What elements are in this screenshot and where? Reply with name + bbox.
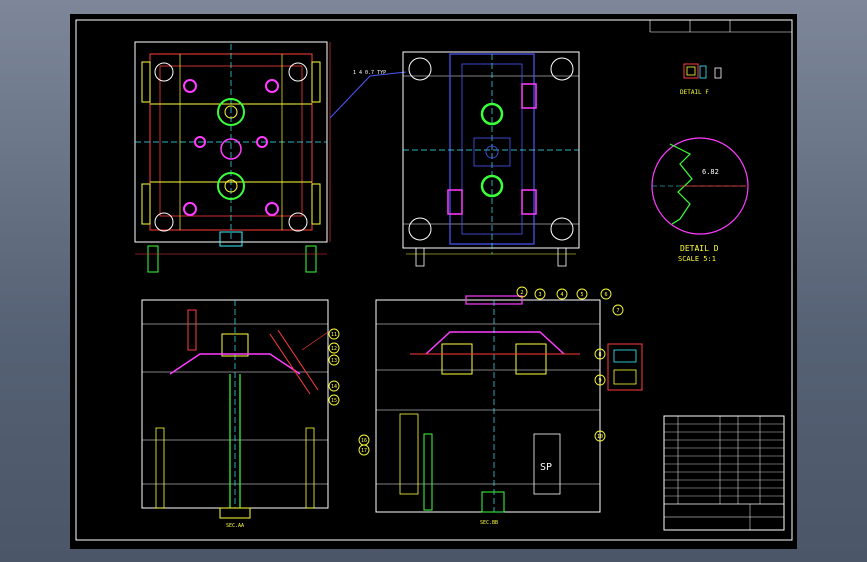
sp-label: SP [540, 462, 552, 473]
balloon-11 [328, 328, 340, 340]
balloon-label-16: 16 [361, 438, 367, 444]
balloon-15 [328, 394, 340, 406]
section-aa-label: SEC.AA [226, 523, 244, 529]
balloon-label-2: 2 [520, 290, 523, 296]
balloon-label-3: 3 [538, 292, 541, 298]
balloon-5 [576, 288, 588, 300]
balloon-label-7: 7 [616, 308, 619, 314]
balloon-4 [556, 288, 568, 300]
section-bb-view: SP SEC.BB [375, 295, 643, 526]
balloon-17 [358, 444, 370, 456]
balloon-12 [328, 342, 340, 354]
balloon-label-6: 6 [604, 292, 607, 298]
detail-f-label: DETAIL F [680, 89, 709, 96]
balloon-label-11: 11 [331, 332, 337, 338]
balloons-left: 11 12 13 14 15 [328, 328, 340, 406]
balloon-label-10: 10 [597, 434, 603, 440]
balloons-side: 8 9 10 [594, 348, 606, 442]
balloon-8 [594, 348, 606, 360]
detail-d: 6.82 DETAIL D SCALE 5:1 [651, 137, 749, 263]
balloon-10 [594, 430, 606, 442]
section-aa-view: SEC.AA [141, 299, 329, 529]
balloon-14 [328, 380, 340, 392]
core-plate-plan-view [134, 41, 331, 273]
drawing-border [75, 19, 793, 541]
balloon-label-5: 5 [580, 292, 583, 298]
typ-dimension-text: 1 4 0.7 TYP [353, 70, 386, 76]
balloon-label-17: 17 [361, 448, 367, 454]
section-bb-label: SEC.BB [480, 520, 498, 526]
balloon-3 [534, 288, 546, 300]
mold-drawing-svg: 1 4 0.7 TYP [75, 19, 793, 541]
balloon-2 [516, 286, 528, 298]
balloon-7 [612, 304, 624, 316]
balloon-label-8: 8 [598, 352, 601, 358]
balloon-13 [328, 354, 340, 366]
balloon-label-12: 12 [331, 346, 337, 352]
balloon-9 [594, 374, 606, 386]
balloon-label-14: 14 [331, 384, 337, 390]
drawing-canvas[interactable]: 1 4 0.7 TYP [70, 14, 797, 549]
cavity-plate-plan-view [402, 51, 580, 267]
detail-d-dimension: 6.82 [702, 168, 719, 176]
detail-d-label: DETAIL D [680, 244, 719, 253]
balloon-label-9: 9 [598, 378, 601, 384]
balloon-label-4: 4 [560, 292, 563, 298]
balloon-label-15: 15 [331, 398, 337, 404]
leader-line [329, 71, 407, 119]
balloons-top: 2 3 4 5 6 7 [516, 286, 624, 316]
balloon-6 [600, 288, 612, 300]
title-block [663, 415, 785, 531]
detail-d-scale: SCALE 5:1 [678, 255, 716, 263]
parts-list-rows [664, 423, 784, 497]
detail-f: DETAIL F [680, 63, 722, 96]
balloon-label-13: 13 [331, 358, 337, 364]
